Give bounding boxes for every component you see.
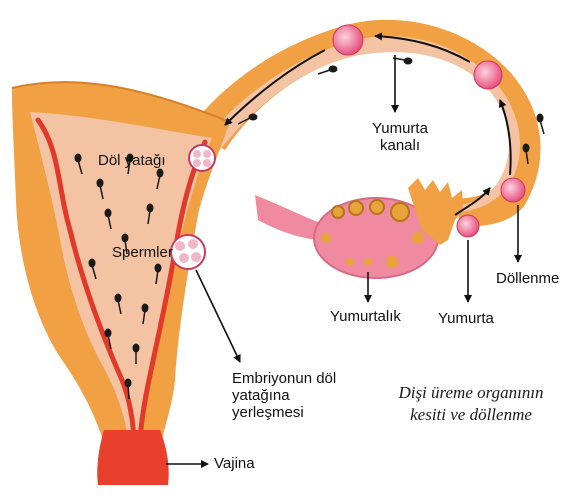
leader-lines	[166, 55, 522, 468]
ovary-ligament	[255, 195, 318, 240]
sperm-cells	[74, 57, 545, 400]
blastocyst	[170, 234, 206, 270]
label-fertilization: Döllenme	[496, 270, 560, 287]
zygote-2cell	[473, 60, 503, 90]
label-uterus: Döl yatağı	[98, 152, 166, 169]
label-tube-line2: kanalı	[379, 137, 421, 154]
label-implant-line3: yerleşmesi	[232, 404, 304, 421]
label-ovary: Yumurtalık	[330, 308, 401, 325]
endometrium-lining-right	[137, 139, 208, 443]
label-implant-line1: Embriyonun döl	[232, 370, 337, 387]
fimbriae	[408, 178, 463, 245]
uterine-cavity	[30, 112, 212, 440]
implant-leader	[195, 269, 241, 363]
caption-line2: kesiti ve döllenme	[410, 405, 532, 424]
vagina-shape	[97, 430, 169, 485]
egg-cells	[170, 24, 526, 270]
label-egg: Yumurta	[438, 310, 494, 327]
label-implant-line2: yatağına	[232, 387, 290, 404]
label-sperm: Spermler	[112, 244, 173, 261]
label-tube-line1: Yumurta	[372, 120, 428, 137]
uterus-edge	[11, 81, 231, 123]
figure-caption: Dişi üreme organının kesiti ve döllenme	[368, 382, 574, 426]
fallopian-tube	[190, 19, 541, 226]
egg-fertilized	[500, 177, 526, 203]
morula	[188, 144, 216, 172]
label-implantation: Embriyonun döl yatağına yerleşmesi	[232, 370, 336, 421]
label-tube: Yumurta kanalı	[360, 120, 440, 154]
caption-line1: Dişi üreme organının	[398, 383, 544, 402]
endometrium-lining	[35, 117, 137, 443]
label-vagina: Vajina	[214, 455, 255, 472]
zygote-4cell	[332, 24, 364, 56]
tube-lumen	[205, 36, 521, 212]
egg-ovulated	[456, 214, 480, 238]
migration-arrows	[224, 32, 512, 216]
ovary-follicles	[321, 199, 424, 268]
